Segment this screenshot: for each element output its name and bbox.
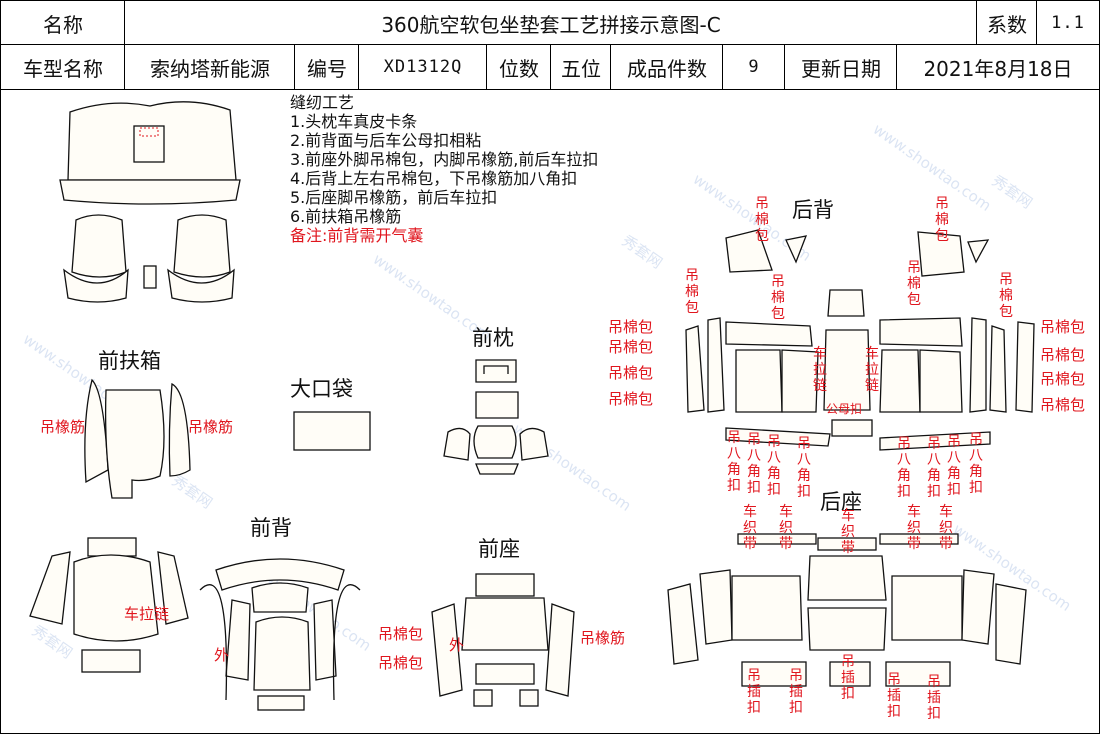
label-insert-buckle-vertical: 吊插扣 — [747, 668, 761, 716]
notes-remark: 备注:前背需开气囊 — [290, 226, 424, 245]
label-hang-cotton: 吊棉包 — [1040, 318, 1086, 336]
sewing-notes: 缝纫工艺 1.头枕车真皮卡条 2.前背面与后车公母扣相粘 3.前座外脚吊棉包，内… — [290, 93, 598, 245]
label-insert-buckle-vertical: 吊插扣 — [841, 654, 855, 702]
label-hang-elastic: 吊橡筋 — [40, 418, 86, 436]
section-title-big-pocket: 大口袋 — [290, 377, 353, 401]
seat-overview — [59, 101, 241, 303]
date-value: 2021年8月18日 — [896, 44, 1100, 90]
label-sew-strap-vertical: 车织带 — [841, 508, 855, 556]
pieces-label: 成品件数 — [610, 44, 724, 90]
rear-seat-pieces — [667, 533, 1027, 687]
label-sew-strap-vertical: 车织带 — [939, 504, 953, 552]
name-label: 名称 — [0, 0, 126, 46]
note-item: 3.前座外脚吊棉包，内脚吊橡筋,前后车拉扣 — [290, 150, 599, 169]
rear-back-pieces — [685, 229, 1035, 451]
section-title-front-back: 前背 — [250, 516, 292, 540]
note-item: 6.前扶箱吊橡筋 — [290, 207, 402, 226]
label-hang-cotton: 吊棉包 — [608, 318, 654, 336]
label-insert-buckle-vertical: 吊插扣 — [927, 674, 941, 722]
label-hang-cotton-vertical: 吊棉包 — [907, 260, 921, 308]
label-zipper: 车拉链 — [124, 605, 170, 623]
section-title-rear-seat: 后座 — [820, 490, 862, 514]
code-value: XD1312Q — [358, 44, 488, 90]
label-hang-cotton: 吊棉包 — [608, 338, 654, 356]
note-item: 1.头枕车真皮卡条 — [290, 112, 418, 131]
note-item: 2.前背面与后车公母扣相粘 — [290, 131, 482, 150]
label-octagon-buckle-vertical: 吊八角扣 — [947, 434, 961, 498]
label-hang-cotton: 吊棉包 — [1040, 396, 1086, 414]
front-armrest-pieces — [84, 378, 191, 499]
section-title-front-seat: 前座 — [478, 537, 520, 561]
note-item: 4.后背上左右吊棉包，下吊橡筋加八角扣 — [290, 169, 578, 188]
label-hang-cotton: 吊棉包 — [378, 654, 424, 672]
pieces-value: 9 — [722, 44, 786, 90]
label-male-female-buckle: 公母扣 — [826, 402, 863, 416]
label-hang-cotton: 吊棉包 — [608, 390, 654, 408]
label-hang-cotton-vertical: 吊棉包 — [771, 274, 785, 322]
note-item: 5.后座脚吊橡筋，前后车拉扣 — [290, 188, 498, 207]
label-hang-elastic: 吊橡筋 — [580, 629, 626, 647]
label-hang-cotton-vertical: 吊棉包 — [935, 196, 949, 244]
label-hang-elastic: 吊橡筋 — [188, 418, 234, 436]
series-value: 1.1 — [1036, 0, 1100, 46]
label-hang-cotton: 吊棉包 — [1040, 346, 1086, 364]
label-octagon-buckle-vertical: 吊八角扣 — [727, 430, 741, 494]
label-insert-buckle-vertical: 吊插扣 — [887, 672, 901, 720]
label-sew-strap-vertical: 车织带 — [779, 504, 793, 552]
label-hang-cotton: 吊棉包 — [608, 364, 654, 382]
label-sew-strap-vertical: 车织带 — [743, 504, 757, 552]
label-octagon-buckle-vertical: 吊八角扣 — [969, 432, 983, 496]
section-title-rear-back: 后背 — [792, 198, 834, 222]
label-hang-cotton-vertical: 吊棉包 — [755, 196, 769, 244]
label-outer: 外 — [214, 646, 230, 664]
label-zipper-vertical: 车拉链 — [813, 346, 827, 394]
label-outer: 外 — [449, 636, 465, 654]
section-title-front-headrest: 前枕 — [472, 326, 514, 350]
front-back-pieces — [29, 537, 361, 711]
seats-label: 位数 — [486, 44, 552, 90]
header-table: 名称 360航空软包坐垫套工艺拼接示意图-C 系数 1.1 车型名称 索纳塔新能… — [0, 0, 1100, 90]
label-hang-cotton-vertical: 吊棉包 — [685, 268, 699, 316]
series-label: 系数 — [976, 0, 1038, 46]
label-octagon-buckle-vertical: 吊八角扣 — [797, 436, 811, 500]
label-octagon-buckle-vertical: 吊八角扣 — [927, 436, 941, 500]
label-octagon-buckle-vertical: 吊八角扣 — [897, 436, 911, 500]
label-sew-strap-vertical: 车织带 — [907, 504, 921, 552]
front-headrest-pieces — [443, 359, 549, 475]
front-seat-pieces — [431, 573, 575, 707]
notes-title: 缝纫工艺 — [290, 93, 355, 112]
seats-value: 五位 — [550, 44, 612, 90]
label-octagon-buckle-vertical: 吊八角扣 — [767, 434, 781, 498]
code-label: 编号 — [294, 44, 360, 90]
label-octagon-buckle-vertical: 吊八角扣 — [747, 432, 761, 496]
label-insert-buckle-vertical: 吊插扣 — [789, 668, 803, 716]
section-title-front-armrest: 前扶箱 — [98, 349, 161, 373]
date-label: 更新日期 — [784, 44, 898, 90]
label-zipper-vertical: 车拉链 — [865, 346, 879, 394]
label-hang-cotton: 吊棉包 — [1040, 370, 1086, 388]
model-label: 车型名称 — [0, 44, 126, 90]
big-pocket-piece — [293, 411, 371, 451]
label-hang-cotton-vertical: 吊棉包 — [999, 272, 1013, 320]
label-hang-cotton: 吊棉包 — [378, 625, 424, 643]
